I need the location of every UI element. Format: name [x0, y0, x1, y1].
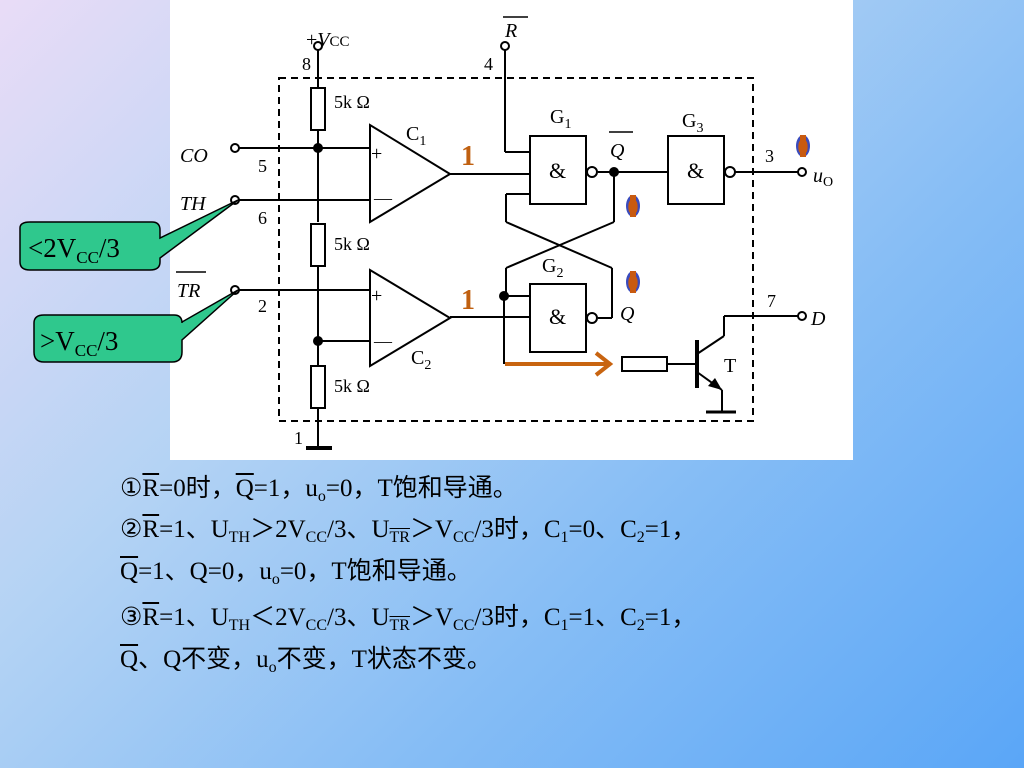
resistor-r3-label: 5k Ω: [334, 376, 370, 396]
comparator-c1-label: C1: [406, 123, 426, 149]
gate-g1-label: G1: [550, 106, 571, 132]
highlight-arrow-icon: [505, 351, 614, 377]
q-bar-zero: 0: [626, 194, 640, 219]
note-3-text: Q=1、Q=0，uo=0，T饱和导通。: [120, 558, 472, 588]
gate-g2-bubble: [586, 312, 598, 324]
resistor-r3: [310, 365, 326, 409]
th-label: TH: [180, 193, 207, 215]
svg-text:0: 0: [798, 134, 809, 159]
svg-text:>VCC/3: >VCC/3: [40, 326, 118, 360]
svg-text:<2VCC/3: <2VCC/3: [28, 233, 120, 267]
pin-4: 4: [484, 54, 493, 74]
emitter-arrow-icon: [708, 378, 722, 390]
callout-th: <2VCC/3: [19, 199, 239, 271]
pin-5: 5: [258, 156, 267, 176]
gate-g3: [667, 135, 725, 205]
gate-g3-label: G3: [682, 110, 703, 136]
note-3: Q=1、Q=0，uo=0，T饱和导通。: [120, 556, 472, 588]
svg-text:0: 0: [628, 194, 639, 219]
gate-g3-symbol: &: [687, 158, 704, 183]
pin-2: 2: [258, 296, 267, 316]
gate-g1-bubble: [586, 166, 598, 178]
diagram-panel: [170, 0, 853, 460]
q-bar-label: Q: [610, 140, 625, 162]
note-1: ①R=0时，Q=1，uo=0，T饱和导通。: [120, 473, 518, 505]
gate-g2-label: G2: [542, 255, 563, 281]
comparator-c1-plus: +: [371, 143, 382, 165]
note-2-text: ②R=1、UTH＞2VCC/3、UTR＞VCC/3时，C1=0、C2=1，: [120, 516, 697, 546]
callout-tr: >VCC/3: [33, 289, 239, 363]
pin-8: 8: [302, 54, 311, 74]
pin-1: 1: [294, 428, 303, 448]
tr-label: TR: [177, 280, 200, 302]
note-5-text: Q、Q不变，uo不变，T状态不变。: [120, 646, 492, 676]
uo-zero: 0: [796, 134, 810, 159]
gate-g1-symbol: &: [549, 158, 566, 183]
note-4-text: ③R=1、UTH＜2VCC/3、UTR＞VCC/3时，C1=1、C2=1，: [120, 604, 697, 634]
co-label: CO: [180, 145, 208, 167]
comparator-c1: [369, 123, 452, 224]
gate-g2-symbol: &: [549, 304, 566, 329]
pin-7: 7: [767, 291, 776, 311]
gate-g1: [529, 135, 587, 205]
note-2: ②R=1、UTH＞2VCC/3、UTR＞VCC/3时，C1=0、C2=1，: [120, 514, 696, 546]
junction-dots: [313, 143, 619, 346]
vcc-label: +VCC: [306, 29, 350, 51]
q-zero: 0: [626, 270, 640, 295]
base-resistor: [621, 356, 668, 372]
comparator-c2-label: C2: [411, 347, 431, 373]
q-label: Q: [620, 303, 635, 325]
terminals: [230, 41, 807, 321]
svg-text:0: 0: [628, 270, 639, 295]
gate-g2: [529, 283, 587, 353]
reset-label: R: [504, 20, 517, 42]
wires: [238, 48, 800, 450]
c1-output-value: 1: [461, 141, 475, 172]
note-5: Q、Q不变，uo不变，T状态不变。: [120, 644, 492, 676]
comparator-c2: [369, 268, 452, 368]
comparator-c2-plus: +: [371, 285, 382, 307]
transistor-label: T: [724, 355, 736, 377]
comparator-c1-minus: —: [373, 188, 393, 208]
pin-3: 3: [765, 146, 774, 166]
c2-output-value: 1: [461, 285, 475, 316]
resistor-r1: [310, 87, 326, 131]
output-label: uO: [813, 165, 833, 190]
pin-6: 6: [258, 208, 267, 228]
resistor-r1-label: 5k Ω: [334, 92, 370, 112]
resistor-r2: [310, 223, 326, 267]
note-1-text: ①R=0时，Q=1，uo=0，T饱和导通。: [120, 475, 518, 505]
gate-g3-bubble: [724, 166, 736, 178]
comparator-c2-minus: —: [373, 331, 393, 351]
resistor-r2-label: 5k Ω: [334, 234, 370, 254]
note-4: ③R=1、UTH＜2VCC/3、UTR＞VCC/3时，C1=1、C2=1，: [120, 602, 696, 634]
discharge-label: D: [810, 308, 826, 330]
